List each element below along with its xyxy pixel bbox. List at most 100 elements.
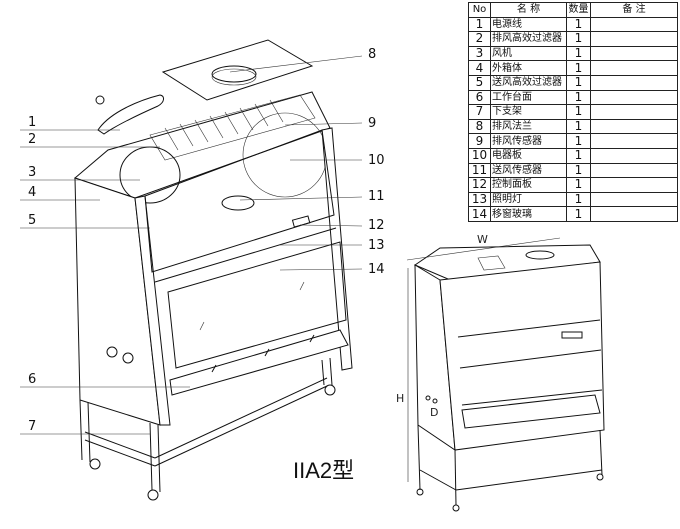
part-remark <box>590 162 678 179</box>
part-quantity: 1 <box>566 147 591 164</box>
part-remark <box>590 206 678 222</box>
header-no: No <box>468 2 491 18</box>
part-quantity: 1 <box>566 16 591 33</box>
part-remark <box>590 89 678 106</box>
part-quantity: 1 <box>566 118 591 135</box>
part-number: 12 <box>468 177 491 193</box>
callout-14: 14 <box>368 262 385 277</box>
dimension-w: W <box>477 233 488 246</box>
cabinet-top <box>73 91 331 199</box>
model-label: IIA2型 <box>293 458 354 483</box>
part-remark <box>590 118 678 135</box>
part-remark <box>590 191 678 208</box>
sash-glass <box>167 241 347 369</box>
part-remark <box>590 16 678 33</box>
header-remark: 备 注 <box>590 2 678 18</box>
part-quantity: 1 <box>566 104 591 120</box>
power-cable <box>97 94 164 135</box>
callout-13: 13 <box>368 238 385 253</box>
left-front-post <box>134 195 171 426</box>
callout-11: 11 <box>368 189 385 204</box>
part-quantity: 1 <box>566 133 591 149</box>
part-quantity: 1 <box>566 74 591 91</box>
part-remark <box>590 74 678 91</box>
callout-10: 10 <box>368 153 385 168</box>
part-name: 送风传感器 <box>490 162 567 179</box>
light-lamp <box>154 227 337 283</box>
callout-4: 4 <box>28 185 36 200</box>
callout-6: 6 <box>28 372 36 387</box>
part-number: 11 <box>468 162 491 179</box>
part-name: 移窗玻璃 <box>490 206 567 222</box>
work-surface <box>169 329 349 396</box>
part-number: 9 <box>468 133 491 149</box>
callout-5: 5 <box>28 213 36 228</box>
callout-7: 7 <box>28 419 36 434</box>
callout-12: 12 <box>368 218 385 233</box>
callout-1: 1 <box>28 115 36 130</box>
part-name: 排风传感器 <box>490 133 567 149</box>
part-name: 排风高效过滤器 <box>490 31 567 47</box>
callout-2: 2 <box>28 132 36 147</box>
part-remark <box>590 45 678 62</box>
part-name: 风机 <box>490 45 567 62</box>
part-name: 电源线 <box>490 16 567 33</box>
table-header-row: No 名 称 数量 备 注 <box>468 2 678 18</box>
dimension-h: H <box>396 392 404 405</box>
part-name: 排风法兰 <box>490 118 567 135</box>
part-name: 送风高效过滤器 <box>490 74 567 91</box>
part-name: 外箱体 <box>490 60 567 76</box>
assembled-view: W H D <box>396 233 605 512</box>
part-name: 控制面板 <box>490 177 567 193</box>
part-name: 照明灯 <box>490 191 567 208</box>
part-remark <box>590 177 678 193</box>
callout-9: 9 <box>368 116 376 131</box>
part-number: 5 <box>468 74 491 91</box>
callout-3: 3 <box>28 165 36 180</box>
lower-stand <box>79 357 336 501</box>
power-plug <box>95 95 105 105</box>
callout-8: 8 <box>368 47 376 62</box>
part-remark <box>590 31 678 47</box>
part-remark <box>590 147 678 164</box>
part-number: 10 <box>468 147 491 164</box>
exhaust-flange <box>211 65 257 83</box>
part-quantity: 1 <box>566 60 591 76</box>
part-remark <box>590 104 678 120</box>
part-number: 14 <box>468 206 491 222</box>
header-qty: 数量 <box>566 2 591 18</box>
part-quantity: 1 <box>566 162 591 179</box>
part-number: 7 <box>468 104 491 120</box>
part-quantity: 1 <box>566 89 591 106</box>
part-remark <box>590 133 678 149</box>
part-name: 工作台面 <box>490 89 567 106</box>
part-quantity: 1 <box>566 45 591 62</box>
part-quantity: 1 <box>566 191 591 208</box>
part-number: 4 <box>468 60 491 76</box>
part-quantity: 1 <box>566 31 591 47</box>
part-number: 6 <box>468 89 491 106</box>
callout-leaders <box>20 55 363 435</box>
width-dimension-line <box>406 237 561 261</box>
part-number: 8 <box>468 118 491 135</box>
dimension-d: D <box>430 406 438 419</box>
callout-numbers: 1 2 3 4 5 6 7 8 9 10 11 12 13 14 <box>28 47 385 434</box>
header-name: 名 称 <box>490 2 567 18</box>
part-name: 下支架 <box>490 104 567 120</box>
part-number: 3 <box>468 45 491 62</box>
